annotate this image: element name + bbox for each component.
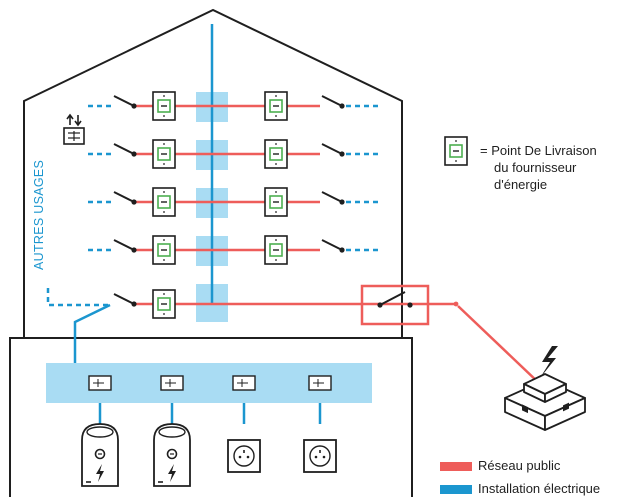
legend-swatch-installation bbox=[440, 485, 472, 494]
breaker bbox=[232, 375, 256, 391]
floors bbox=[88, 91, 378, 319]
common-circuit bbox=[113, 289, 212, 319]
delivery-point-meter-legend bbox=[444, 136, 468, 166]
delivery-point-meter bbox=[264, 139, 288, 169]
other-uses-icon bbox=[63, 113, 85, 145]
transformer-icon bbox=[504, 346, 586, 431]
delivery-point-meter bbox=[152, 139, 176, 169]
legend-swatch-public bbox=[440, 462, 472, 471]
legend-label-public: Réseau public bbox=[478, 458, 561, 473]
breaker bbox=[88, 375, 112, 391]
switch bbox=[321, 239, 345, 253]
pdl-line2: du fournisseur bbox=[494, 160, 577, 175]
delivery-point-meter bbox=[264, 187, 288, 217]
switch bbox=[321, 191, 345, 205]
breaker bbox=[308, 375, 332, 391]
delivery-point-meter bbox=[152, 289, 176, 319]
delivery-point-legend-text: = Point De Livraison du fournisseur d'én… bbox=[480, 142, 597, 193]
power-socket-icon bbox=[303, 439, 337, 473]
legend-installation: Installation électrique bbox=[440, 481, 600, 496]
delivery-point-meter bbox=[264, 91, 288, 121]
building-outline bbox=[23, 8, 403, 339]
charging-station-icon bbox=[81, 423, 119, 487]
power-socket-icon bbox=[227, 439, 261, 473]
delivery-point-meter bbox=[152, 235, 176, 265]
switch bbox=[113, 293, 137, 307]
floor-circuit bbox=[88, 235, 378, 265]
breaker bbox=[160, 375, 184, 391]
charging-station-icon bbox=[153, 423, 191, 487]
switch bbox=[113, 239, 137, 253]
ground-floor-outline bbox=[9, 337, 413, 497]
floor-circuit bbox=[88, 91, 378, 121]
other-uses-label: AUTRES USAGES bbox=[32, 159, 46, 270]
delivery-point-meter bbox=[264, 235, 288, 265]
external-switch bbox=[377, 291, 413, 308]
ground-equipment bbox=[81, 375, 337, 487]
floor-circuit bbox=[88, 139, 378, 169]
network-to-transformer bbox=[457, 305, 541, 385]
switch bbox=[113, 143, 137, 157]
legend-label-installation: Installation électrique bbox=[478, 481, 601, 496]
delivery-point-meter bbox=[152, 187, 176, 217]
pdl-equals: = Point De Livraison bbox=[480, 143, 597, 158]
legend-public-network: Réseau public bbox=[440, 458, 560, 473]
pdl-line3: d'énergie bbox=[494, 177, 548, 192]
switch bbox=[321, 95, 345, 109]
feeder-line bbox=[73, 303, 111, 363]
switch bbox=[113, 95, 137, 109]
delivery-point-meter bbox=[152, 91, 176, 121]
switch bbox=[321, 143, 345, 157]
external-switch-box bbox=[360, 284, 430, 326]
other-uses-line bbox=[46, 288, 108, 307]
switch bbox=[113, 191, 137, 205]
floor-circuit bbox=[88, 187, 378, 217]
